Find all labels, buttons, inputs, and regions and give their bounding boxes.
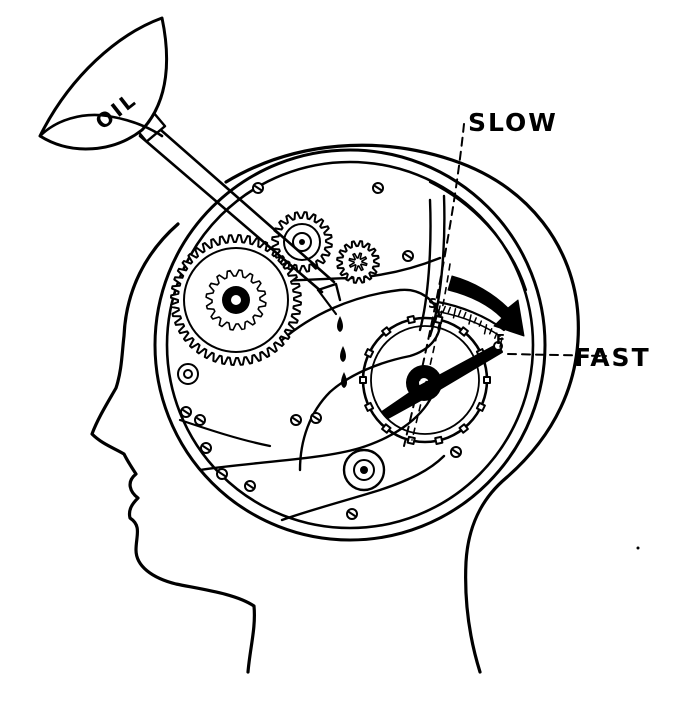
scale-tick-6: [468, 314, 472, 325]
scale-tick-2: [447, 306, 452, 314]
balance-screw-2: [458, 423, 469, 434]
scale-tick-8: [478, 320, 483, 327]
scale-tick-4: [457, 309, 462, 317]
screw-slot-1: [374, 185, 382, 191]
screw-slot-2: [196, 417, 204, 423]
gearLarge-ring-0: [183, 247, 289, 353]
screw-slot-0: [254, 185, 262, 191]
scale-tick-11: [494, 332, 498, 339]
medium-gear-hub: [292, 232, 312, 252]
scale-tick-12: [499, 337, 503, 348]
scale-label-s: S: [428, 297, 437, 312]
left-plate-curve: [178, 418, 272, 448]
lower-jewel-inner: [353, 459, 375, 481]
balance-screw-7: [359, 376, 367, 384]
scale-tick-7: [473, 317, 477, 324]
screw-slot-11: [404, 253, 412, 259]
direction-arrow: [447, 275, 525, 337]
scale-tick-3: [452, 308, 457, 319]
balance-screw-8: [364, 348, 375, 359]
fast-dashed-line: [507, 353, 607, 357]
scale-tick-5: [463, 311, 467, 319]
balance-screw-1: [475, 401, 486, 412]
screw-slot-9: [348, 511, 356, 517]
oil-stream: [316, 288, 338, 316]
screw-slot-7: [292, 417, 300, 423]
screw-slot-5: [218, 471, 226, 477]
lower-jewel-centre: [360, 466, 368, 474]
scale-tick-9: [483, 324, 488, 335]
large-gear-hub-centre: [231, 295, 241, 305]
regulator-pointer: [381, 343, 503, 419]
scale-label-f: F: [496, 333, 505, 348]
balance-screw-12: [458, 326, 469, 337]
balance-screw-0: [483, 376, 491, 384]
centre-bridge: [280, 288, 442, 472]
balance-screw-5: [381, 423, 392, 434]
left-jewel: [177, 363, 199, 385]
medium-gear-hub-centre: [299, 239, 305, 245]
balance-screw-6: [364, 401, 375, 412]
watch-case-outer: [153, 148, 547, 542]
fast-label: FAST: [574, 343, 651, 372]
regulator-scale-arc-2: [439, 311, 501, 337]
screws: [180, 182, 462, 520]
screw-slot-3: [182, 409, 190, 415]
scale-tick-10: [488, 328, 493, 335]
scale-tick-0: [437, 305, 441, 316]
watch-case-inner: [165, 160, 535, 530]
oil-can-rim: [38, 113, 164, 138]
screw-slot-6: [246, 483, 254, 489]
lower-jewel-outer: [342, 448, 386, 492]
balance-screw-3: [434, 435, 444, 445]
screw-slot-10: [452, 449, 460, 455]
stray-dot: [636, 546, 640, 550]
lower-bridge: [198, 394, 434, 472]
screw-slot-4: [202, 445, 210, 451]
regulator-scale-ticks: [437, 305, 503, 348]
gearMedium-ring-0: [283, 223, 321, 261]
balance-screws: [359, 315, 491, 445]
slow-dashed-line: [403, 123, 465, 447]
oil-can-spout: [138, 122, 336, 294]
scale-tick-1: [442, 305, 446, 313]
balance-wheel-inner: [370, 325, 480, 435]
gearSmallStar-teeth: [348, 252, 368, 272]
slow-dashed-line-2: [411, 263, 451, 441]
balance-screw-10: [406, 315, 416, 325]
oil-can-spout-tip: [316, 282, 342, 302]
head-profile: [90, 222, 256, 674]
balance-screw-4: [406, 435, 416, 445]
screw-slot-8: [312, 415, 320, 421]
head-back: [224, 143, 580, 674]
oil-drops: [337, 316, 347, 388]
oil-can-bowl: [38, 16, 169, 151]
lower-plate-edge: [280, 454, 446, 522]
slow-label: SLOW: [468, 108, 558, 137]
balance-screw-9: [381, 326, 392, 337]
left-jewel-centre: [183, 369, 193, 379]
small-gear-star: [348, 252, 368, 272]
